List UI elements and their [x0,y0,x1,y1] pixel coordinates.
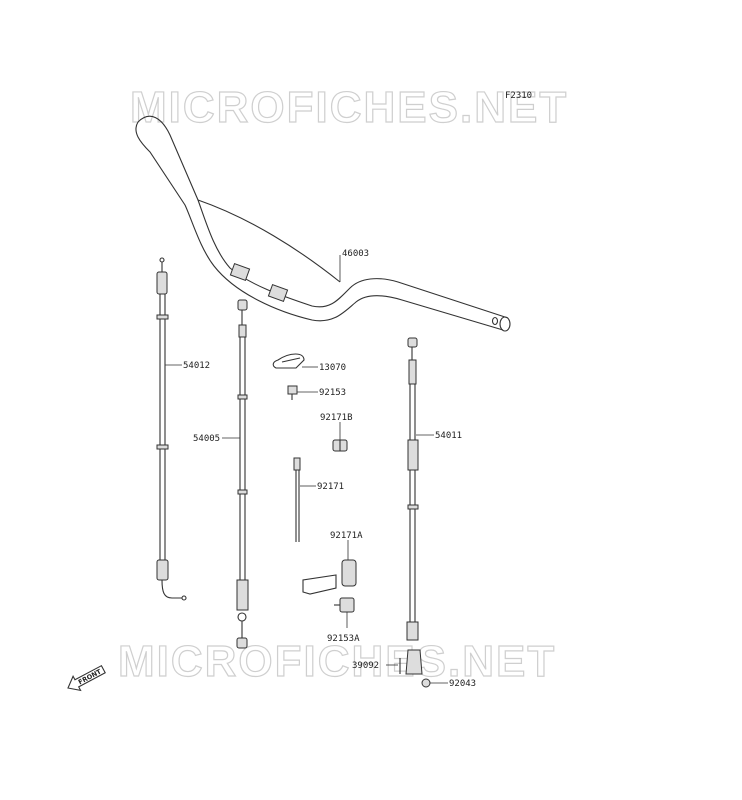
label-92171a: 92171A [330,531,363,541]
label-92171b: 92171B [320,413,353,423]
label-92171: 92171 [317,482,344,492]
label-54012: 54012 [183,361,210,371]
front-label: FRONT [77,667,103,686]
watermark-bottom: MICROFICHES.NET [118,637,556,686]
clip-92171b [332,439,348,452]
label-54005: 54005 [193,434,220,444]
cable-54005 [236,299,249,649]
bolt-92153a [334,597,355,613]
label-39092: 39092 [352,661,379,671]
label-13070: 13070 [319,363,346,373]
clamp-92171a [302,559,357,595]
figure-code: F2310 [505,91,532,101]
clamp-13070 [272,353,305,369]
front-arrow-icon: FRONT [67,664,106,692]
bolt-92043 [421,678,431,688]
cable-54011 [405,337,423,675]
label-46003: 46003 [342,249,369,259]
cable-54012 [156,257,187,601]
bolt-92153 [287,385,298,400]
band-92171 [293,457,301,542]
label-92153: 92153 [319,388,346,398]
label-54011: 54011 [435,431,462,441]
handlebar [135,115,511,332]
label-92043: 92043 [449,679,476,689]
watermark-top: MICROFICHES.NET [130,83,568,132]
label-92153a: 92153A [327,634,360,644]
